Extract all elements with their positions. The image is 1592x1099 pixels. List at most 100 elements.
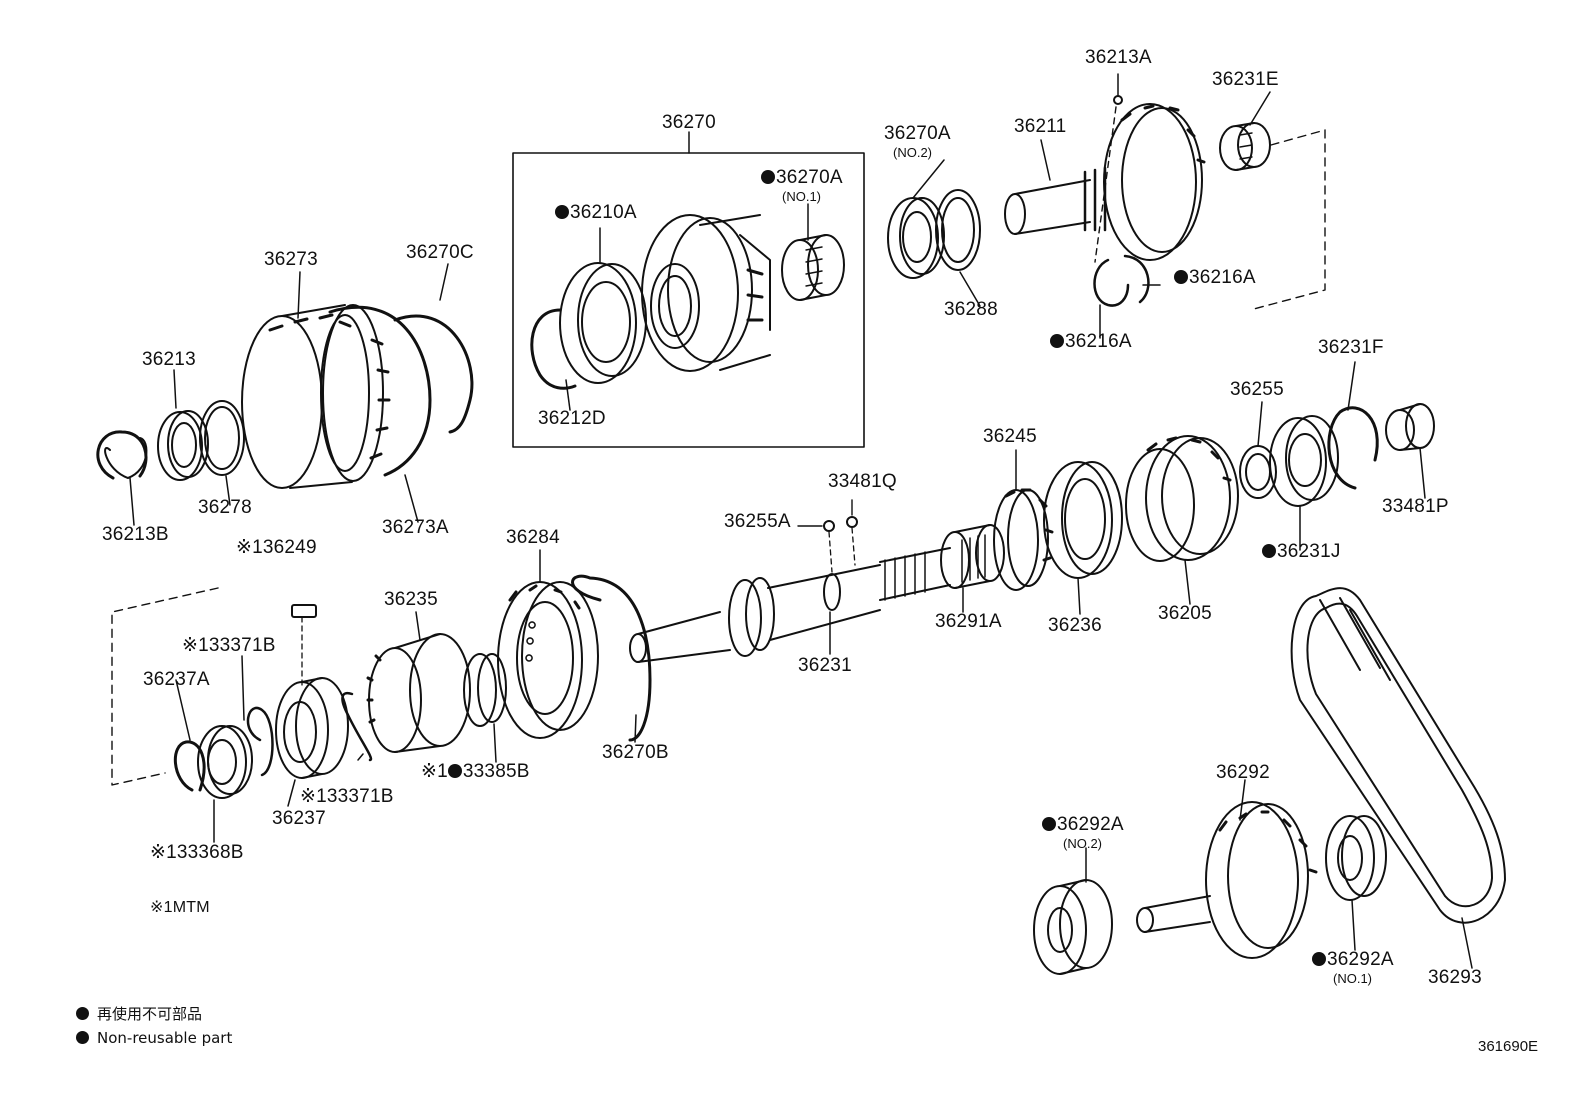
ring-36278 [199, 400, 245, 476]
label-36212D: 36212D [538, 408, 606, 429]
sync-ring-36237 [275, 677, 349, 779]
snap-ring-36212D [530, 308, 577, 390]
ring-36237A [197, 725, 253, 799]
label-36213: 36213 [142, 349, 196, 370]
label-36270A-no1-sub: (NO.1) [782, 189, 821, 204]
label-36255A: 36255A [724, 511, 791, 532]
label-36293: 36293 [1428, 967, 1482, 988]
label-36270A-no1: 36270A [761, 168, 843, 188]
non-reusable-marker [1312, 952, 1326, 966]
dashed-bracket-right [1249, 129, 1326, 311]
label-36249: ※136249 [236, 537, 317, 558]
label-33371B-bottom: ※133371B [300, 786, 394, 807]
label-33368B: ※133368B [150, 842, 244, 863]
ring-36213 [157, 410, 209, 481]
spring-33371B-b [246, 706, 274, 777]
leader-lines [129, 73, 1473, 969]
label-36213A: 36213A [1085, 47, 1152, 68]
label-33481Q: 33481Q [828, 471, 897, 492]
planetary-carrier [641, 214, 771, 372]
drum-36273 [241, 304, 391, 489]
spring-33371B-a [341, 691, 373, 762]
label-36235: 36235 [384, 589, 438, 610]
bearing-36292A-no1 [1325, 815, 1387, 901]
legend-dot-icon [76, 1031, 89, 1044]
label-36216A-right: 36216A [1174, 268, 1256, 288]
non-reusable-marker [1050, 334, 1064, 348]
label-36273: 36273 [264, 249, 318, 270]
bearing-33385B [463, 653, 507, 727]
label-36236: 36236 [1048, 615, 1102, 636]
pin-36213A [1113, 95, 1123, 105]
label-36270B: 36270B [602, 742, 669, 763]
label-36292: 36292 [1216, 762, 1270, 783]
label-36210A: 36210A [555, 203, 637, 223]
sprocket-36292 [1136, 801, 1318, 959]
label-36211: 36211 [1014, 116, 1067, 137]
label-36216A-bottom: 36216A [1050, 332, 1132, 352]
snap-ring-36270B [571, 574, 652, 742]
label-36213B: 36213B [102, 524, 169, 545]
needle-bearing-36291A [940, 524, 1005, 589]
label-36284: 36284 [506, 527, 560, 548]
bearing-36231J [1269, 415, 1339, 507]
label-36205: 36205 [1158, 603, 1212, 624]
label-36292A-no2: 36292A [1042, 815, 1124, 835]
label-36291A: 36291A [935, 611, 1002, 632]
non-reusable-marker [1262, 544, 1276, 558]
legend-english: Non-reusable part [76, 1030, 232, 1046]
gear-shaft-36211 [1004, 103, 1206, 263]
label-36237A: 36237A [143, 669, 210, 690]
non-reusable-marker [447, 764, 462, 778]
label-36245: 36245 [983, 426, 1037, 447]
label-36255: 36255 [1230, 379, 1284, 400]
label-36231E: 36231E [1212, 69, 1279, 90]
label-36237: 36237 [272, 808, 326, 829]
label-36270C: 36270C [406, 242, 474, 263]
label-36292A-no1-sub: (NO.1) [1333, 971, 1372, 986]
bearing-36210A [559, 262, 647, 384]
needle-bearing-36270A-no1 [781, 234, 845, 301]
label-36292A-no1: 36292A [1312, 950, 1394, 970]
chain-36293 [1290, 587, 1506, 924]
label-36270: 36270 [662, 112, 716, 133]
ball-33481Q [846, 516, 858, 528]
main-shaft-36231 [629, 547, 951, 663]
snap-ring-36273A [328, 305, 432, 477]
snap-ring-36231F [1327, 406, 1379, 490]
diagram-code: 361690E [1478, 1038, 1539, 1055]
label-36231F: 36231F [1318, 337, 1384, 358]
snap-ring-36216A-a [1093, 258, 1130, 307]
ball-36255A [823, 520, 835, 532]
non-reusable-marker [1042, 817, 1056, 831]
legend-dot-icon [76, 1007, 89, 1020]
legend-japanese: 再使用不可部品 [76, 1006, 202, 1022]
sleeve-36236 [1043, 461, 1123, 579]
non-reusable-marker [555, 205, 569, 219]
washer-36288 [935, 189, 981, 271]
label-36278: 36278 [198, 497, 252, 518]
dashed-bracket-left [111, 587, 219, 786]
label-36231J: 36231J [1262, 542, 1341, 562]
label-36270A-no2: 36270A [884, 123, 951, 144]
snap-ring-36216A-b [1123, 254, 1150, 304]
snap-ring-36213B [96, 430, 148, 480]
label-36270A-no2-sub: (NO.2) [893, 145, 932, 160]
needle-bearing-36231E [1219, 122, 1271, 171]
label-33371B-top: ※133371B [182, 635, 276, 656]
snap-ring-33368B [173, 740, 206, 792]
gear-36205 [1125, 435, 1239, 562]
snap-ring-36270C [393, 314, 474, 434]
gear-36235 [366, 633, 471, 753]
label-36288: 36288 [944, 299, 998, 320]
label-36231: 36231 [798, 655, 852, 676]
non-reusable-marker [761, 170, 775, 184]
label-1MTM: ※1MTM [150, 899, 210, 916]
non-reusable-marker [1174, 270, 1188, 284]
label-33481P: 33481P [1382, 496, 1449, 517]
bushing-33481P [1385, 403, 1435, 451]
label-36273A: 36273A [382, 517, 449, 538]
